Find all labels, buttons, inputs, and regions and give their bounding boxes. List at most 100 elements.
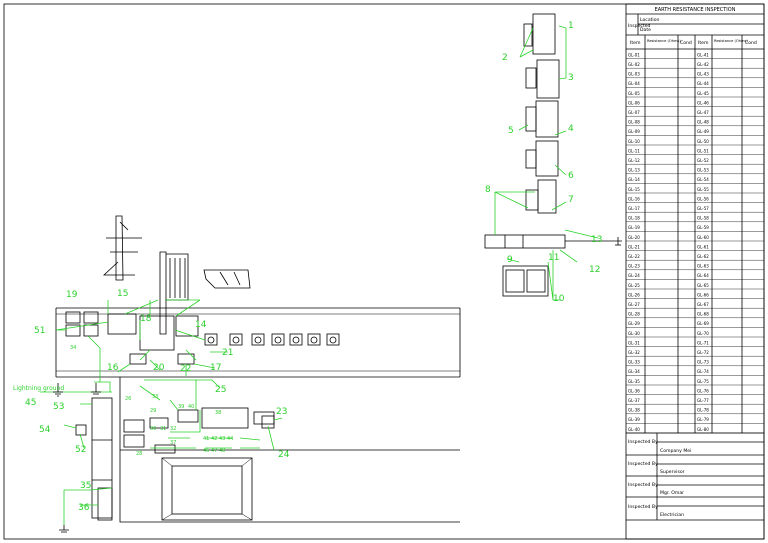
- callout-1: 1: [568, 21, 574, 31]
- callout-12: 12: [589, 265, 600, 275]
- table-row-item-right: GL-73: [697, 360, 709, 365]
- table-row-item: GL-40: [628, 427, 640, 432]
- callout-35: 35: [80, 481, 91, 491]
- table-row-item: GL-01: [628, 52, 640, 57]
- table-row-item-right: GL-70: [697, 331, 709, 336]
- inspection-table: EARTH RESISTANCE INSPECTION Inspected Lo…: [625, 3, 765, 540]
- tower-equipment: [102, 215, 251, 335]
- callout-3: 3: [568, 73, 574, 83]
- callout-15: 15: [117, 289, 128, 299]
- lightning-ground-label: Lightning ground: [13, 385, 64, 392]
- label-40: 40: [188, 404, 194, 410]
- callout-7: 7: [568, 195, 574, 205]
- table-row-item-right: GL-64: [697, 273, 709, 278]
- callout-52: 52: [75, 445, 86, 455]
- callout-22: 22: [180, 364, 191, 374]
- table-row-item-right: GL-71: [697, 340, 709, 345]
- table-row-item: GL-32: [628, 350, 640, 355]
- table-row-item-right: GL-41: [697, 52, 709, 57]
- callout-13: 13: [591, 235, 602, 245]
- signoff-name-4: Electrician: [660, 512, 684, 518]
- grounding-conductors: [40, 299, 283, 525]
- callout-8: 8: [485, 185, 491, 195]
- table-row-item: GL-04: [628, 81, 640, 86]
- table-row-item-right: GL-66: [697, 292, 709, 297]
- callout-45: 45: [25, 398, 36, 408]
- callout-36: 36: [78, 503, 90, 513]
- label-44: 44: [227, 436, 233, 442]
- table-row-item-right: GL-43: [697, 72, 709, 77]
- table-row-item-right: GL-42: [697, 62, 709, 67]
- ground-symbols: [53, 383, 101, 533]
- table-row-item: GL-37: [628, 398, 640, 403]
- table-row-item: GL-10: [628, 139, 640, 144]
- table-row-item: GL-02: [628, 62, 640, 67]
- table-row-item: GL-35: [628, 379, 640, 384]
- label-31: 31: [160, 426, 166, 432]
- label-29: 29: [150, 408, 156, 414]
- callout-54: 54: [39, 425, 51, 435]
- callout-20: 20: [153, 363, 165, 373]
- table-row-item: GL-12: [628, 158, 640, 163]
- table-title: EARTH RESISTANCE INSPECTION: [655, 7, 736, 13]
- table-row-item-right: GL-55: [697, 187, 709, 192]
- callout-4: 4: [568, 124, 574, 134]
- table-row-item: GL-08: [628, 120, 640, 125]
- table-row-item-right: GL-48: [697, 120, 709, 125]
- table-row-item-right: GL-58: [697, 216, 709, 221]
- callout-14: 14: [195, 320, 207, 330]
- table-row-item: GL-29: [628, 321, 640, 326]
- table-row-item-right: GL-75: [697, 379, 709, 384]
- callout-17: 17: [210, 363, 221, 373]
- table-row-item-right: GL-76: [697, 388, 709, 393]
- label-39: 39: [178, 404, 184, 410]
- table-row-item: GL-16: [628, 196, 640, 201]
- label-26: 26: [125, 396, 131, 402]
- label-30: 30: [150, 426, 156, 432]
- table-row-item: GL-20: [628, 235, 640, 240]
- small-labels: 33 39 40 38 41 42 43 44 29 30 31 32 37 4…: [125, 394, 233, 457]
- callout-19: 19: [66, 290, 78, 300]
- location-label: Location: [640, 17, 660, 23]
- table-row-item-right: GL-65: [697, 283, 709, 288]
- callout-18: 18: [140, 314, 152, 324]
- table-row-item: GL-19: [628, 225, 640, 230]
- table-row-item-right: GL-47: [697, 110, 709, 115]
- table-row-item: GL-26: [628, 292, 640, 297]
- col-header-resistance: Resistance (Ohms): [647, 39, 681, 43]
- table-row-item: GL-18: [628, 216, 640, 221]
- table-row-item: GL-36: [628, 388, 640, 393]
- drawing-frame: [3, 3, 765, 540]
- table-row-item-right: GL-50: [697, 139, 709, 144]
- table-row-item-right: GL-51: [697, 148, 709, 153]
- table-row-item: GL-28: [628, 312, 640, 317]
- table-row-item: GL-38: [628, 408, 640, 413]
- table-row-item: GL-15: [628, 187, 640, 192]
- signoff-name-3: Mgr. Omar: [660, 490, 684, 496]
- callout-23: 23: [276, 407, 287, 417]
- table-row-item-right: GL-80: [697, 427, 709, 432]
- table-row-item: GL-14: [628, 177, 640, 182]
- col-header-resistance-2: Resistance (Ohms): [714, 39, 748, 43]
- table-row-item: GL-07: [628, 110, 640, 115]
- table-row-item: GL-13: [628, 168, 640, 173]
- col-header-item: Item: [630, 40, 641, 46]
- col-header-item-2: Item: [698, 40, 709, 46]
- panel-stack: [484, 13, 622, 301]
- label-32: 32: [170, 426, 176, 432]
- callout-53: 53: [53, 402, 64, 412]
- label-41: 41: [203, 436, 209, 442]
- table-row-item: GL-34: [628, 369, 640, 374]
- date-label: Date: [640, 27, 651, 33]
- table-row-item: GL-31: [628, 340, 640, 345]
- table-row-item-right: GL-53: [697, 168, 709, 173]
- table-row-item-right: GL-45: [697, 91, 709, 96]
- table-row-item-right: GL-79: [697, 417, 709, 422]
- callout-51: 51: [34, 326, 45, 336]
- table-row-item: GL-27: [628, 302, 640, 307]
- table-row-item-right: GL-60: [697, 235, 709, 240]
- signoff-label-1: Inspected By: [628, 439, 658, 445]
- table-row-item-right: GL-63: [697, 264, 709, 269]
